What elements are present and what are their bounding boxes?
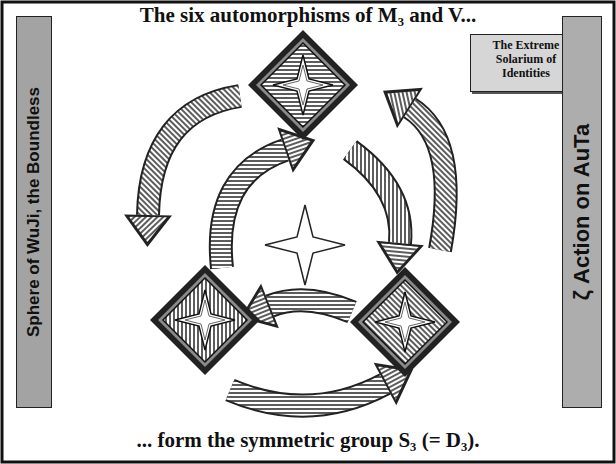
rotated-text-holder: ζ Action on AuTa [569, 120, 595, 304]
identity-diamond [350, 267, 460, 377]
center-star [265, 205, 345, 285]
scroll-banner: Sphere of WuJi, the Boundless [16, 16, 52, 408]
banner-text: Sphere of WuJi, the Boundless [24, 83, 44, 341]
diagram-title: The six automorphisms of M₃ and V... [60, 3, 556, 28]
diagram-caption: ... form the symmetric group S₃ (= D₃). [60, 428, 556, 453]
rotated-text-holder: Sphere of WuJi, the Boundless [24, 83, 44, 341]
identity-diamond [150, 265, 260, 375]
identity-diamond [248, 30, 358, 140]
scroll-banner: ζ Action on AuTa [562, 16, 602, 408]
banner-text: ζ Action on AuTa [569, 120, 595, 304]
